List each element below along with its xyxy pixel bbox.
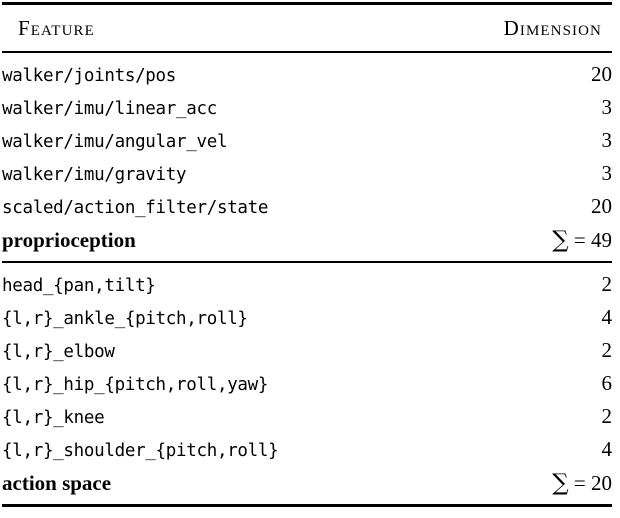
summary-value: 20	[591, 471, 612, 495]
table-row: {l,r}_elbow 2	[2, 335, 612, 368]
table-row: head_{pan,tilt} 2	[2, 269, 612, 302]
summary-label: proprioception	[2, 228, 136, 252]
table-row: {l,r}_knee 2	[2, 401, 612, 434]
table-row: walker/imu/linear_acc 3	[2, 92, 612, 125]
table-row: {l,r}_shoulder_{pitch,roll} 4	[2, 434, 612, 467]
feature-dimension: 2	[601, 404, 613, 428]
feature-dimension: 4	[601, 437, 613, 461]
table-row: walker/imu/angular_vel 3	[2, 125, 612, 158]
table-row: {l,r}_ankle_{pitch,roll} 4	[2, 302, 612, 335]
summary-total: ∑ = 49	[422, 224, 612, 257]
feature-dimension: 3	[601, 95, 613, 119]
column-header-feature: Feature	[18, 16, 95, 40]
section-summary-row: proprioception ∑ = 49	[2, 224, 612, 257]
feature-name: {l,r}_shoulder_{pitch,roll}	[2, 441, 279, 461]
table-row: walker/imu/gravity 3	[2, 158, 612, 191]
feature-name: {l,r}_knee	[2, 408, 105, 428]
header-rule	[2, 51, 612, 53]
sigma-icon: ∑	[552, 227, 569, 253]
feature-name: {l,r}_hip_{pitch,roll,yaw}	[2, 375, 269, 395]
feature-name: scaled/action_filter/state	[2, 198, 269, 218]
feature-name: {l,r}_ankle_{pitch,roll}	[2, 309, 248, 329]
summary-value: 49	[591, 228, 612, 252]
feature-name: head_{pan,tilt}	[2, 276, 156, 296]
feature-dimension-table: Feature Dimension walker/joints/pos 20 w…	[2, 2, 612, 507]
feature-name: walker/joints/pos	[2, 66, 177, 86]
bottom-rule	[2, 504, 612, 507]
feature-dimension: 6	[601, 371, 613, 395]
feature-dimension: 20	[591, 194, 612, 218]
top-rule	[2, 2, 612, 5]
feature-dimension: 3	[601, 161, 613, 185]
summary-equals: =	[573, 471, 586, 495]
column-header-dimension: Dimension	[503, 16, 602, 40]
feature-dimension: 4	[601, 305, 613, 329]
table-row: scaled/action_filter/state 20	[2, 191, 612, 224]
summary-equals: =	[573, 228, 586, 252]
sigma-icon: ∑	[552, 470, 569, 496]
table-row: {l,r}_hip_{pitch,roll,yaw} 6	[2, 368, 612, 401]
feature-dimension: 20	[591, 62, 612, 86]
summary-label: action space	[2, 471, 112, 495]
table-row: walker/joints/pos 20	[2, 59, 612, 92]
section-summary-row: action space ∑ = 20	[2, 467, 612, 500]
table-header-row: Feature Dimension	[2, 5, 612, 51]
feature-name: {l,r}_elbow	[2, 342, 115, 362]
feature-name: walker/imu/angular_vel	[2, 132, 228, 152]
feature-dimension: 3	[601, 128, 613, 152]
feature-name: walker/imu/gravity	[2, 165, 187, 185]
summary-total: ∑ = 20	[422, 467, 612, 500]
feature-dimension: 2	[601, 338, 613, 362]
section-divider-rule	[2, 261, 612, 263]
feature-dimension: 2	[601, 272, 613, 296]
feature-name: walker/imu/linear_acc	[2, 99, 217, 119]
